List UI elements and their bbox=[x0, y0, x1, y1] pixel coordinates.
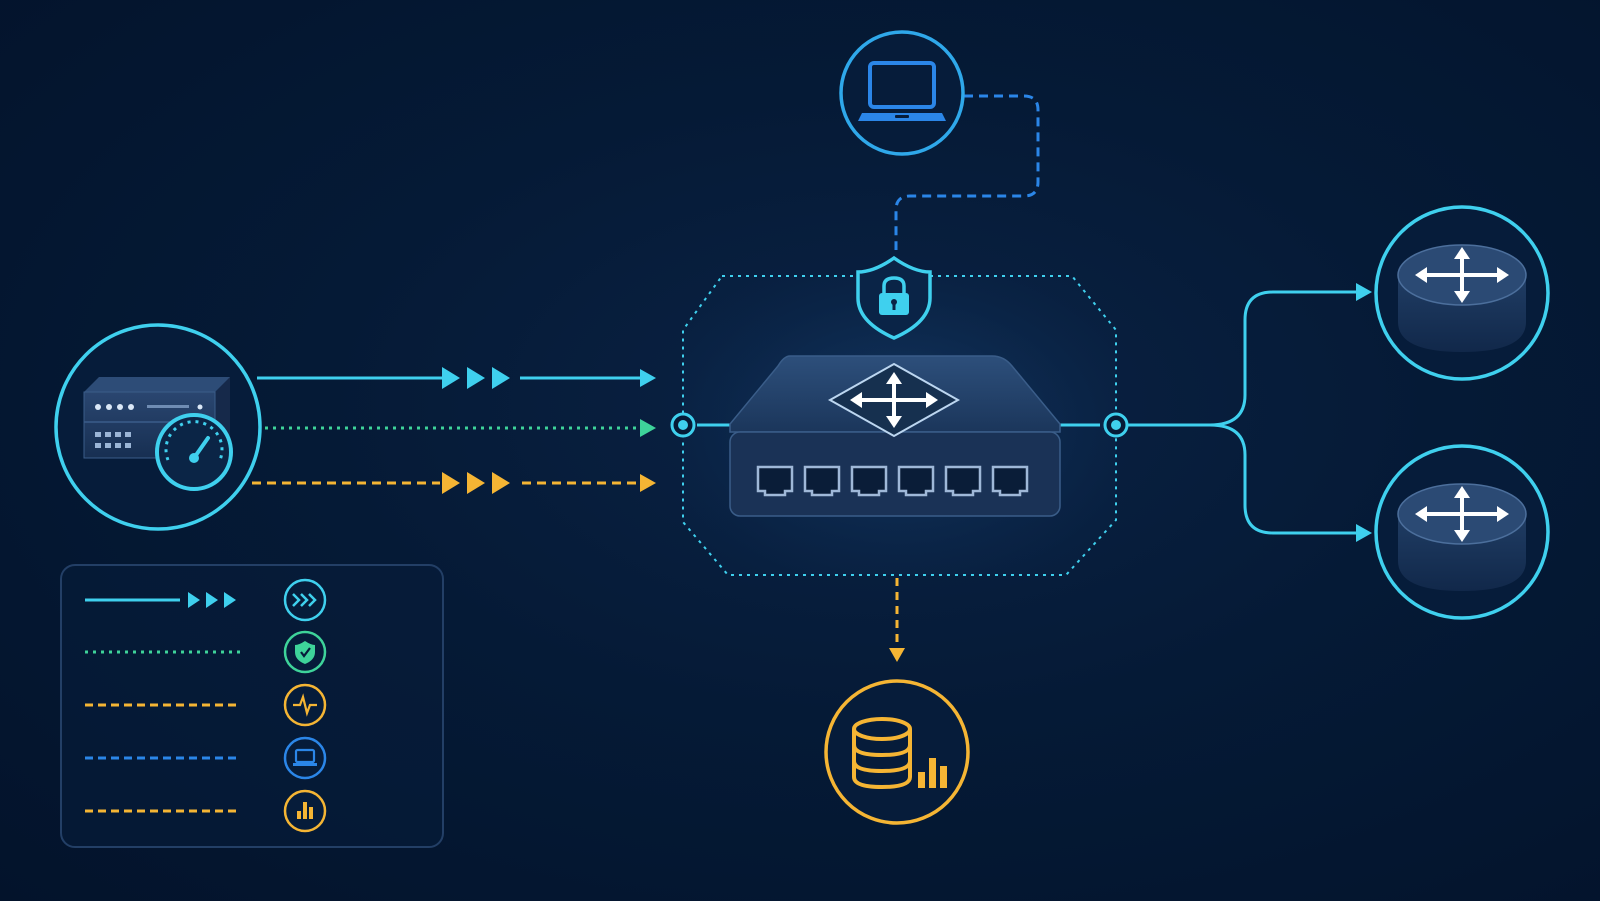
routing-arrows-icon bbox=[850, 372, 938, 428]
ethernet-port bbox=[850, 465, 888, 497]
switch-icon[interactable] bbox=[729, 355, 1061, 517]
router-icon bbox=[1397, 483, 1527, 591]
flow-arrow-marker bbox=[224, 592, 236, 608]
legend-row bbox=[85, 630, 327, 674]
router-bottom-node[interactable] bbox=[1374, 444, 1550, 620]
arrowhead bbox=[640, 369, 656, 387]
flow-arrow-marker bbox=[492, 367, 510, 389]
legend-row bbox=[85, 578, 327, 622]
link-source-to-switch-dashed bbox=[252, 472, 656, 494]
link-switch-to-routers bbox=[1060, 283, 1372, 542]
port-dot-left bbox=[670, 412, 735, 438]
server-gauge-icon bbox=[83, 377, 233, 491]
link-source-to-switch-dotted bbox=[265, 419, 656, 437]
flow-arrow-marker bbox=[188, 592, 200, 608]
ethernet-port bbox=[756, 465, 794, 497]
source-server-node[interactable] bbox=[54, 323, 262, 531]
lock-shield-icon[interactable] bbox=[856, 255, 932, 340]
arrowhead bbox=[640, 474, 656, 492]
database-chart-icon bbox=[852, 717, 912, 790]
port-dot-right bbox=[1103, 412, 1129, 438]
arrowhead bbox=[640, 419, 656, 437]
arrowhead bbox=[1356, 283, 1372, 301]
ethernet-port bbox=[944, 465, 982, 497]
switch-ports bbox=[756, 465, 1029, 497]
arrowhead bbox=[889, 648, 905, 662]
router-top-node[interactable] bbox=[1374, 205, 1550, 381]
flow-arrow-marker bbox=[492, 472, 510, 494]
legend-row bbox=[85, 736, 327, 780]
flow-arrow-marker bbox=[442, 367, 460, 389]
bar-chart-icon bbox=[918, 758, 947, 788]
flow-arrow-marker bbox=[467, 472, 485, 494]
shield-check-icon bbox=[283, 630, 327, 674]
ethernet-port bbox=[803, 465, 841, 497]
arrowhead bbox=[1356, 524, 1372, 542]
pulse-icon bbox=[283, 683, 327, 727]
bar-chart-icon bbox=[283, 789, 327, 833]
link-laptop-to-shield bbox=[894, 94, 1040, 250]
flow-arrow-marker bbox=[206, 592, 218, 608]
ethernet-port bbox=[897, 465, 935, 497]
ethernet-port bbox=[991, 465, 1029, 497]
link-source-to-switch-solid bbox=[257, 367, 656, 389]
laptop-icon bbox=[283, 736, 327, 780]
legend-panel bbox=[60, 564, 444, 848]
laptop-client-node[interactable] bbox=[839, 30, 965, 156]
laptop-icon bbox=[858, 61, 946, 121]
router-icon bbox=[1397, 244, 1527, 352]
link-switch-to-database bbox=[889, 578, 905, 662]
fast-forward-icon bbox=[283, 578, 327, 622]
legend-row bbox=[85, 789, 327, 833]
flow-arrow-marker bbox=[442, 472, 460, 494]
database-analytics-node[interactable] bbox=[824, 679, 970, 825]
legend-row bbox=[85, 683, 327, 727]
flow-arrow-marker bbox=[467, 367, 485, 389]
